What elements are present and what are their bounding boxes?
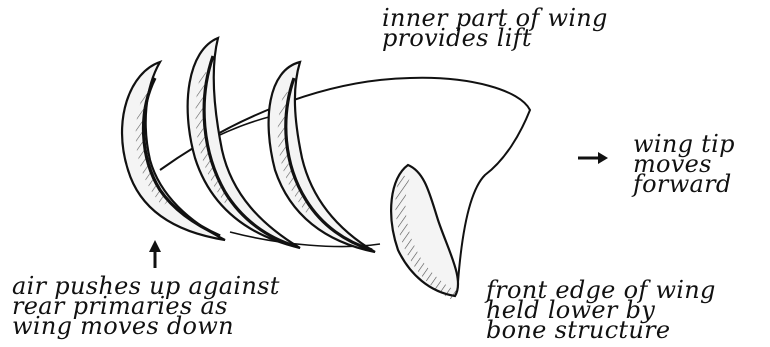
- label-line: forward: [633, 174, 735, 194]
- label-line: bone structure: [486, 320, 716, 340]
- leading-edge-feather: [391, 165, 458, 296]
- arrow-right-icon: [578, 152, 608, 164]
- label-line: wing moves down: [12, 316, 280, 336]
- label-air-pushes: air pushes up against rear primaries as …: [12, 276, 280, 336]
- label-inner-wing-lift: inner part of wing provides lift: [382, 8, 608, 48]
- label-front-edge: front edge of wing held lower by bone st…: [486, 280, 716, 340]
- label-wing-tip: wing tip moves forward: [633, 134, 735, 194]
- arrow-up-icon: [149, 240, 161, 268]
